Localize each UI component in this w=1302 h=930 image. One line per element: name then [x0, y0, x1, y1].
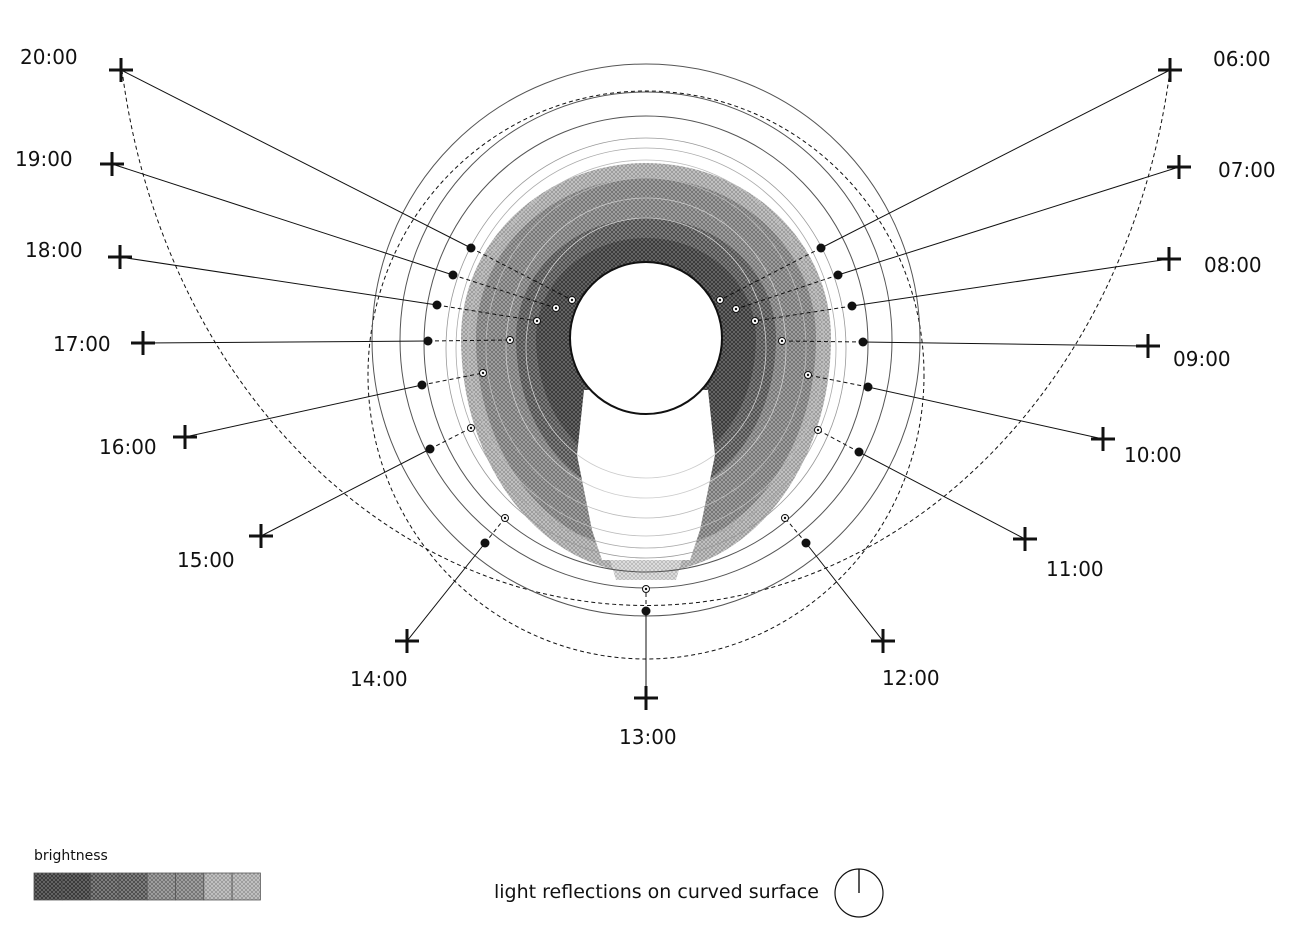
ray-outer-dot	[466, 243, 476, 253]
sun-ray	[851, 258, 1170, 307]
hour-label: 12:00	[882, 666, 940, 690]
ray-outer-dot	[863, 382, 873, 392]
legend-swatch	[61, 872, 91, 901]
diagram-caption: light reflections on curved surface	[494, 881, 819, 903]
sun-ray	[142, 340, 429, 344]
sun-ray	[837, 166, 1180, 276]
reflected-ray	[754, 305, 853, 322]
reflected-ray	[807, 374, 869, 388]
legend-swatch	[118, 872, 148, 901]
ray-inner-dot-center	[469, 426, 473, 430]
ray-inner-dot-center	[503, 516, 507, 520]
hour-label: 16:00	[99, 435, 157, 459]
sun-ray	[820, 69, 1171, 249]
reflected-ray	[484, 517, 506, 544]
ring	[485, 177, 807, 519]
legend-swatch	[175, 872, 205, 901]
ray-outer-dot	[425, 444, 435, 454]
reflected-ray	[421, 372, 484, 386]
hour-label: 11:00	[1046, 557, 1104, 581]
ray-inner-dot-center	[644, 587, 648, 591]
sun-ray	[111, 163, 454, 276]
ring	[467, 159, 825, 537]
sun-ray	[120, 69, 472, 249]
ray-inner-dot-center	[570, 298, 574, 302]
concentric-rings	[371, 63, 921, 617]
hour-label: 19:00	[15, 147, 73, 171]
ring	[445, 137, 847, 559]
legend-swatch	[90, 872, 120, 901]
ray-outer-dot	[448, 270, 458, 280]
bright-wedge	[577, 390, 715, 560]
ray-inner-dot-center	[783, 516, 787, 520]
ray-inner-dot-center	[816, 428, 820, 432]
bright-wedge-edge	[610, 560, 682, 580]
ray-outer-dot	[417, 380, 427, 390]
legend-swatches	[33, 872, 261, 901]
cylinder-core	[569, 261, 723, 415]
hour-label: 08:00	[1204, 253, 1262, 277]
ray-inner-dot-center	[481, 371, 485, 375]
sun-ray	[184, 384, 423, 438]
ray-outer-dot	[816, 243, 826, 253]
legend-swatch	[203, 872, 233, 901]
hour-label: 18:00	[25, 238, 83, 262]
ray-inner-dot-center	[806, 373, 810, 377]
legend-swatch	[146, 872, 176, 901]
ray-outer-dot	[854, 447, 864, 457]
ray-outer-dot	[432, 300, 442, 310]
hour-label: 15:00	[177, 548, 235, 572]
ray-inner-dot-center	[508, 338, 512, 342]
hour-label: 13:00	[619, 725, 677, 749]
ray-inner-dot-center	[718, 298, 722, 302]
legend-title: brightness	[34, 848, 108, 864]
north-arrow-icon	[834, 868, 884, 918]
ray-inner-dot-center	[535, 319, 539, 323]
reflected-ray	[719, 247, 822, 301]
ray-inner-dot-center	[554, 306, 558, 310]
ray-outer-dot	[423, 336, 433, 346]
sun-ray	[406, 542, 486, 642]
ray-outer-dot	[858, 337, 868, 347]
sun-ray	[119, 256, 438, 306]
hour-label: 07:00	[1218, 158, 1276, 182]
reflected-ray	[784, 517, 807, 544]
hour-labels: 06:00 07:00 08:00 09:00 10:00 11:00 12:0…	[15, 45, 1276, 749]
reflected-ray	[429, 427, 472, 450]
hour-label: 09:00	[1173, 347, 1231, 371]
ray-inner-dot-center	[780, 339, 784, 343]
ring	[505, 197, 787, 499]
ring	[455, 147, 837, 549]
reflected-ray	[436, 304, 538, 322]
legend-swatch	[231, 872, 261, 901]
sun-ray	[862, 341, 1149, 347]
sun-ray	[867, 386, 1104, 440]
hour-label: 10:00	[1124, 443, 1182, 467]
hour-label: 17:00	[53, 332, 111, 356]
reflected-ray	[735, 274, 839, 310]
brightness-legend: brightness	[33, 848, 261, 901]
reflected-ray	[817, 429, 860, 453]
ray-outer-dot	[847, 301, 857, 311]
sun-position-markers	[100, 58, 1191, 710]
hour-label: 06:00	[1213, 47, 1271, 71]
sun-ray	[805, 542, 884, 642]
sun-ray	[858, 451, 1026, 540]
hour-label: 14:00	[350, 667, 408, 691]
ray-outer-dot	[641, 606, 651, 616]
reflected-ray	[470, 247, 573, 301]
ray-outer-dot	[833, 270, 843, 280]
ring	[525, 217, 767, 479]
sun-ray	[260, 448, 431, 537]
ring	[423, 115, 869, 573]
ray-outer-dot	[801, 538, 811, 548]
ray-inner-dot-center	[734, 307, 738, 311]
ray-inner-dot-center	[753, 319, 757, 323]
hour-label: 20:00	[20, 45, 78, 69]
ray-outer-dot	[480, 538, 490, 548]
legend-swatch	[33, 872, 63, 901]
